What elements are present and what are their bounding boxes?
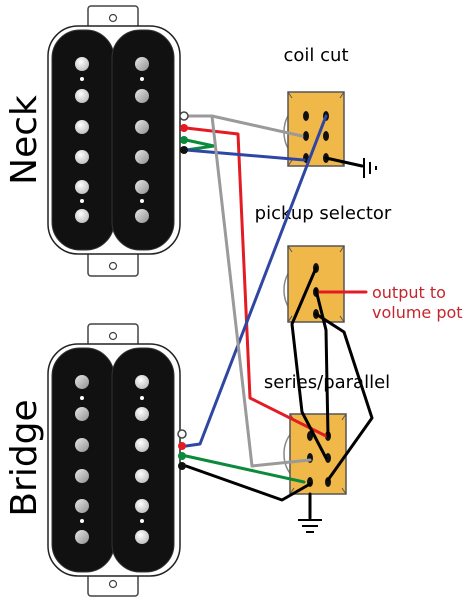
coil-cut-switch[interactable] [283, 91, 345, 167]
bridge-black-wire [184, 464, 312, 502]
bridge-label: Bridge [4, 399, 45, 516]
neck-terminals [179, 111, 189, 154]
bridge-terminals [177, 429, 187, 470]
neck-pickup [47, 5, 181, 277]
selector-link-3 [314, 288, 330, 438]
wires [184, 114, 374, 520]
bridge-pickup [47, 323, 181, 597]
ground-symbol-icon [363, 158, 377, 178]
ground-symbol-icon [298, 519, 322, 533]
coil-cut-label: coil cut [284, 45, 349, 66]
neck-red-wire [184, 126, 328, 438]
neck-green-wire [184, 138, 216, 152]
series-parallel-switch[interactable] [283, 413, 347, 495]
output-label-line2: volume pot [372, 303, 463, 322]
bridge-green-wire [184, 454, 306, 484]
bridge-gray-wire [210, 114, 312, 468]
pickup-selector-switch[interactable] [283, 245, 345, 323]
selector-link-2 [314, 312, 374, 482]
bridge-pole-pieces [75, 375, 149, 544]
neck-label: Neck [4, 95, 45, 185]
coil-cut-ground-wire [324, 156, 364, 168]
neck-pole-pieces [75, 57, 149, 223]
neck-blue-wire [184, 148, 306, 162]
selector-link-1 [290, 266, 328, 460]
pickup-selector-label: pickup selector [255, 203, 392, 224]
bridge-blue-wire [184, 114, 328, 448]
output-label-line1: output to [372, 283, 446, 302]
